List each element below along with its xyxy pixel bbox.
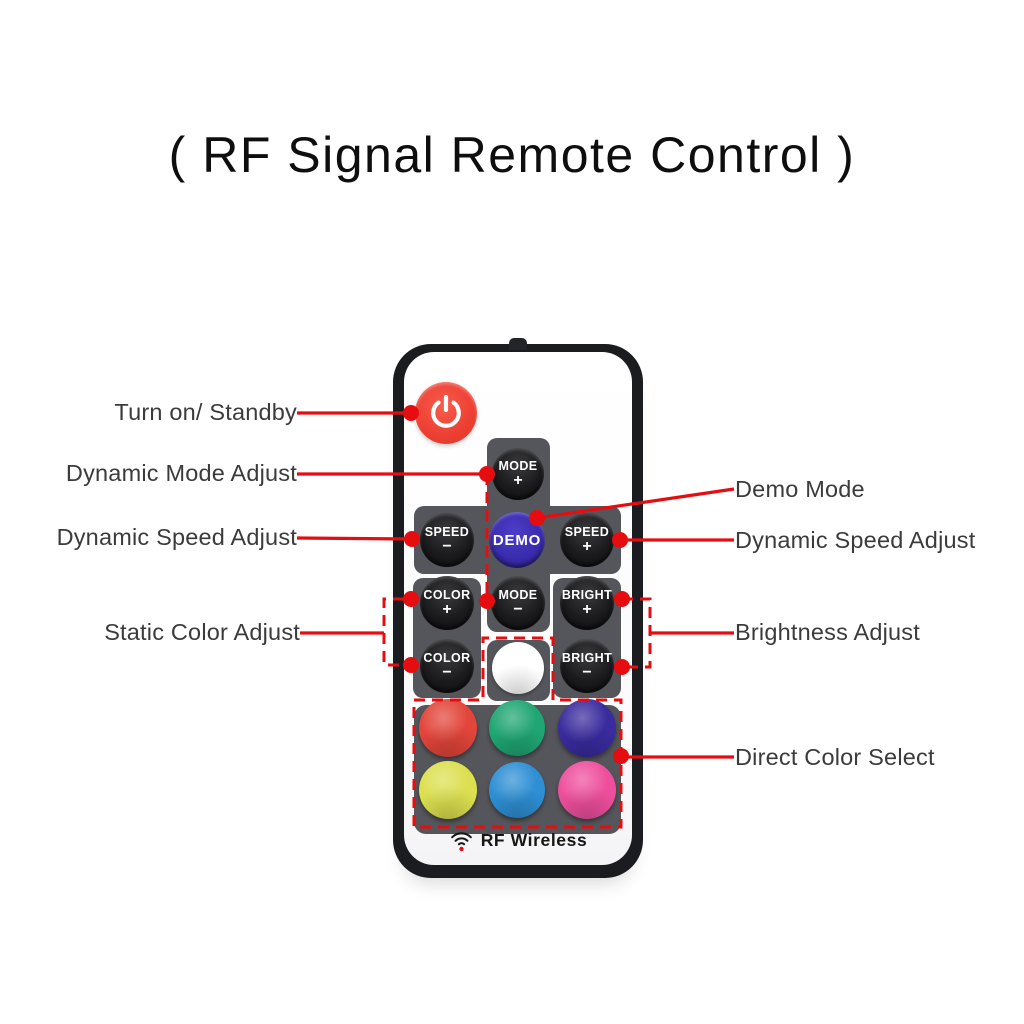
rf-signal-icon xyxy=(450,832,472,852)
label-dynamic-speed-adjust-left: Dynamic Speed Adjust xyxy=(56,524,297,550)
power-button[interactable] xyxy=(415,382,477,444)
color-minus-button[interactable]: COLOR − xyxy=(420,639,474,693)
remote-control: MODE + SPEED − DEMO SPEED + COLOR + MODE… xyxy=(393,338,643,878)
label-demo-mode: Demo Mode xyxy=(735,476,865,502)
power-icon xyxy=(431,394,461,428)
mode-plus-button[interactable]: MODE + xyxy=(492,448,544,500)
label-static-color-adjust: Static Color Adjust xyxy=(104,619,300,645)
antenna-nub xyxy=(509,338,527,350)
label-dynamic-speed-adjust-right: Dynamic Speed Adjust xyxy=(735,527,976,553)
page-title: ( RF Signal Remote Control ) xyxy=(168,127,856,183)
white-color-button[interactable] xyxy=(492,642,544,694)
label-turn-on-standby: Turn on/ Standby xyxy=(114,399,297,425)
brand-text: RF Wireless xyxy=(480,829,588,850)
bright-minus-button[interactable]: BRIGHT − xyxy=(560,639,614,693)
bright-plus-button[interactable]: BRIGHT + xyxy=(560,576,614,630)
red-color-button[interactable] xyxy=(419,699,477,757)
demo-button[interactable]: DEMO xyxy=(489,512,545,568)
pink-color-button[interactable] xyxy=(558,761,616,819)
label-brightness-adjust: Brightness Adjust xyxy=(735,619,920,645)
yellow-color-button[interactable] xyxy=(419,761,477,819)
remote-footer: RF Wireless xyxy=(393,824,643,856)
green-color-button[interactable] xyxy=(489,700,545,756)
speed-plus-button[interactable]: SPEED + xyxy=(560,513,614,567)
mode-minus-button[interactable]: MODE − xyxy=(491,576,545,630)
navy-color-button[interactable] xyxy=(558,699,616,757)
blue-color-button[interactable] xyxy=(489,762,545,818)
label-direct-color-select: Direct Color Select xyxy=(735,744,935,770)
label-dynamic-mode-adjust: Dynamic Mode Adjust xyxy=(65,460,297,486)
color-plus-button[interactable]: COLOR + xyxy=(420,576,474,630)
speed-minus-button[interactable]: SPEED − xyxy=(420,513,474,567)
